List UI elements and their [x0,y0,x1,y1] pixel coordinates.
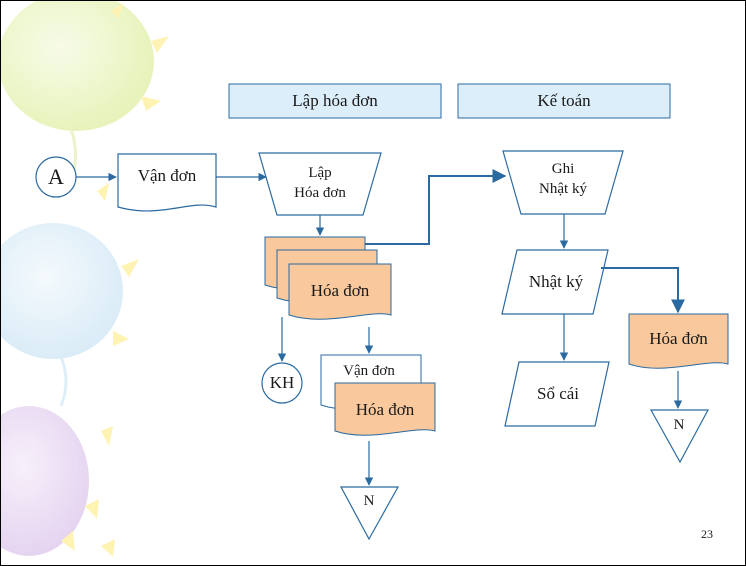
file-n-right-label: N [673,416,685,433]
record-journal-label-line1: Ghi [551,160,575,177]
file-n-right-shape [649,409,710,464]
filed-invoice-label: Hóa đơn [355,400,415,419]
file-n-left-shape [339,486,400,541]
create-invoice-label-line2: Hóa đơn [294,184,346,201]
customer-label: KH [269,373,295,392]
ledger-label: Sổ cái [536,384,580,403]
department-box-billing [228,83,442,119]
filed-invoice-shape [334,382,436,436]
customer-shape [261,362,303,404]
decorative-balloons [1,1,169,557]
page-number: 23 [701,527,713,541]
shipping-doc-label: Vận đơn [137,166,197,185]
record-journal-label-line2: Nhật ký [539,180,587,197]
shipping-doc-shape [117,153,217,212]
invoice-stack-label: Hóa đơn [310,281,370,300]
ledger-shape [504,361,610,427]
filed-shipping-doc-label: Vận đơn [343,362,395,379]
acct-invoice-shape [628,313,729,369]
create-invoice-label-line1: Lập [308,164,332,181]
department-label-accounting: Kế toán [537,91,591,110]
department-label-billing: Lập hóa đơn [292,91,378,110]
invoice-stack-front [288,263,392,320]
file-n-left-label: N [363,492,375,509]
record-journal-shape [502,150,624,215]
journal-shape [501,249,609,315]
create-invoice-shape [258,152,382,216]
department-box-accounting [457,83,671,119]
acct-invoice-label: Hóa đơn [649,329,708,348]
journal-label: Nhật ký [528,272,584,291]
connector-a-label: A [48,164,64,189]
flow-lines [76,169,685,486]
